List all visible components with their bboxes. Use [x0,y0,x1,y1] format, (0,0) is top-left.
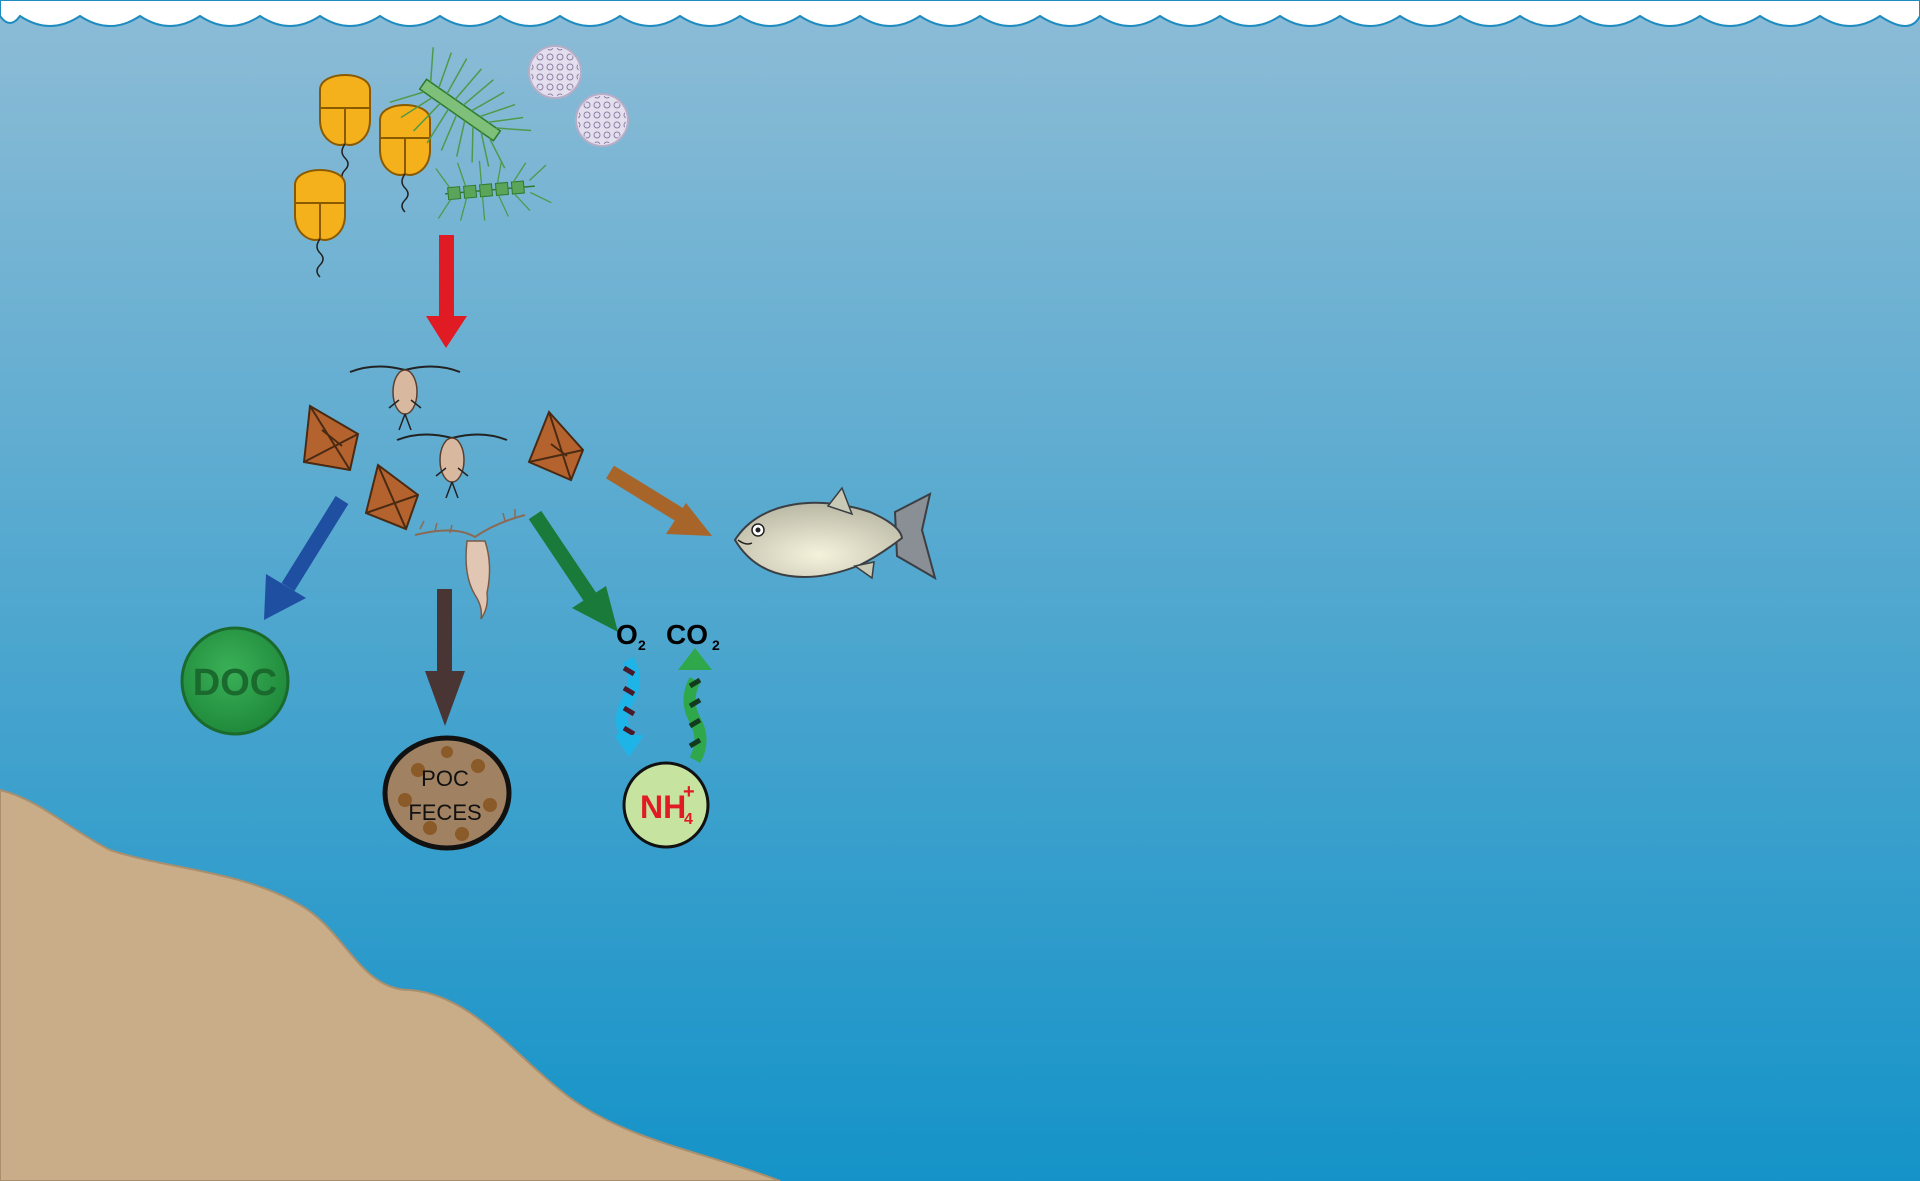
poc-feces-node: POC FECES [385,738,509,848]
svg-text:2: 2 [638,637,646,653]
coccolithophore-icon [576,94,628,146]
svg-text:O: O [616,619,638,650]
poc-label: POC [421,766,469,791]
nh4-node: NH + 4 [624,763,708,847]
feces-label: FECES [408,800,481,825]
coccolithophore-icon [529,46,581,98]
nh4-superscript: + [683,781,695,803]
doc-label: DOC [193,662,277,704]
svg-text:CO: CO [666,619,708,650]
nh4-label: NH [640,789,686,825]
svg-text:2: 2 [712,637,720,653]
doc-node: DOC [182,628,288,734]
nh4-subscript: 4 [684,811,693,828]
